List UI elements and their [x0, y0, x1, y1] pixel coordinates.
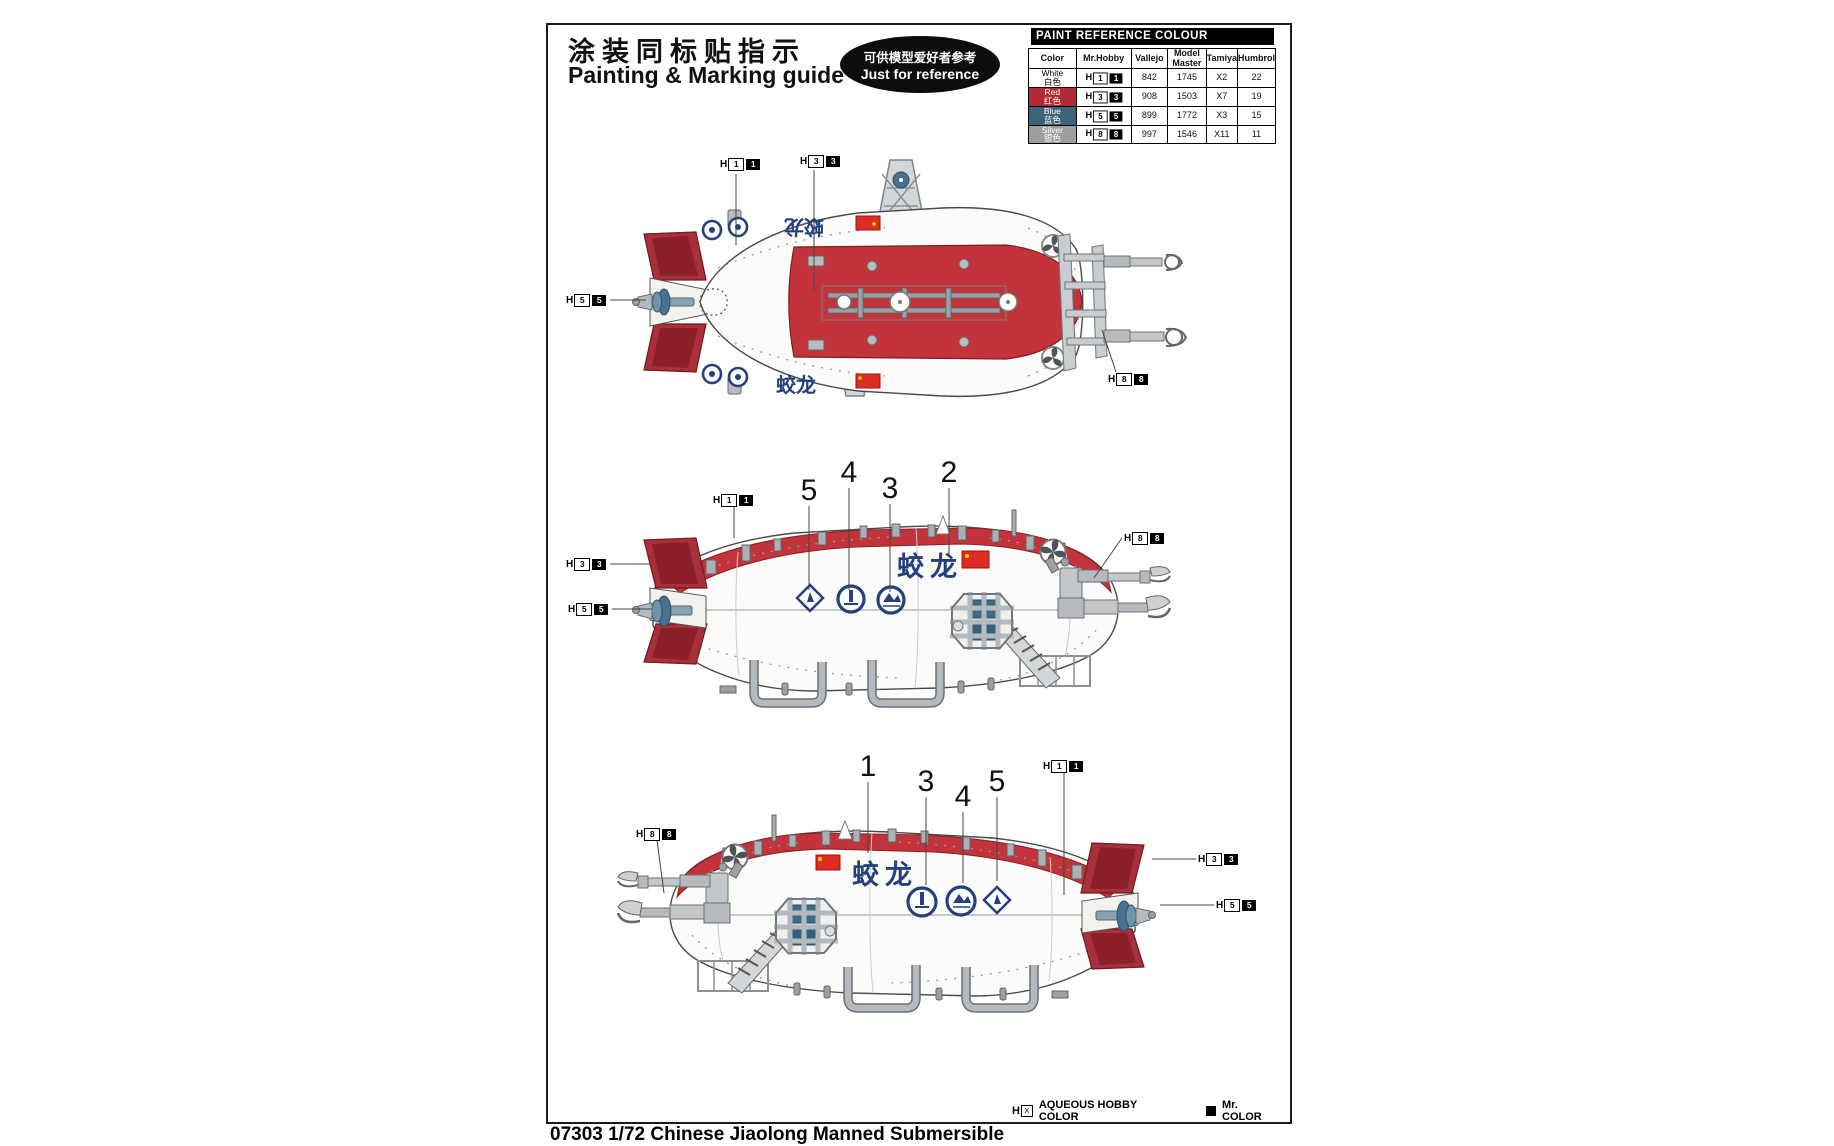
col-mrhobby: Mr.Hobby [1075, 48, 1132, 69]
starboard-decals: 蛟龙 [795, 550, 990, 615]
jiaolong-decal: 蛟龙 [897, 551, 963, 582]
starboard-leader-lines [610, 488, 1123, 610]
starboard-view-illustration: 蛟龙 5 4 3 2 [610, 456, 1280, 730]
col-vallejo: Vallejo [1130, 48, 1169, 69]
callout-number: 3 [918, 765, 935, 798]
legend-h: H [1012, 1105, 1020, 1117]
page-border [546, 23, 1292, 1124]
callout-number: 4 [955, 780, 972, 813]
col-modelmaster: Model Master [1167, 48, 1207, 69]
paint-table-header-bar: PAINT REFERENCE COLOUR [1031, 28, 1274, 45]
jiaolong-decal: 蛟龙 [852, 859, 918, 890]
port-view-illustration: 蛟龙 1 3 4 5 [560, 750, 1214, 1045]
starboard-number-callouts: 5 4 3 2 [801, 456, 958, 507]
callout-number: 5 [989, 765, 1006, 798]
reference-badge: 可供模型爱好者参考 Just for reference [840, 36, 1000, 93]
port-leader-lines [656, 772, 1214, 906]
color-system-legend: H X AQUEOUS HOBBY COLOR Mr. COLOR [1012, 1099, 1280, 1123]
badge-text-chinese: 可供模型爱好者参考 [863, 51, 977, 65]
callout-number: 2 [941, 456, 958, 489]
callout-number: 5 [801, 474, 818, 507]
page-title-chinese: 涂装同标贴指示 [568, 37, 806, 67]
kit-number-and-title: 07303 1/72 Chinese Jiaolong Manned Subme… [550, 1124, 1005, 1145]
top-view-illustration: 蛟龙 蛟龙 [610, 159, 1187, 398]
paint-reference-table: Color Mr.Hobby Vallejo Model Master Tami… [1028, 48, 1277, 145]
legend-aqueous-label: AQUEOUS HOBBY COLOR [1038, 1099, 1138, 1123]
jiaolong-decal-mirrored: 蛟龙 [784, 215, 824, 239]
port-number-callouts: 1 3 4 5 [860, 750, 1006, 813]
legend-number-box: X [1020, 1105, 1033, 1117]
page-title-english: Painting & Marking guide [568, 62, 845, 88]
col-humbrol: Humbrol [1236, 48, 1277, 69]
col-color: Color [1028, 48, 1077, 69]
port-decals: 蛟龙 [815, 854, 1012, 918]
col-tamiya: Tamiya [1205, 48, 1238, 69]
table-header-row: Color Mr.Hobby Vallejo Model Master Tami… [1028, 48, 1277, 69]
callout-number: 4 [841, 456, 858, 489]
badge-text-english: Just for reference [860, 66, 980, 82]
legend-mrcolor-label: Mr. COLOR [1222, 1099, 1262, 1123]
callout-number: 1 [860, 750, 877, 783]
jiaolong-decal: 蛟龙 [776, 373, 816, 397]
top-view-leader-lines [610, 170, 1117, 373]
callout-number: 3 [882, 472, 899, 505]
top-view-hull [632, 159, 1187, 398]
mr-color-swatch-icon [1206, 1106, 1217, 1116]
top-view-decals: 蛟龙 蛟龙 [701, 215, 881, 397]
